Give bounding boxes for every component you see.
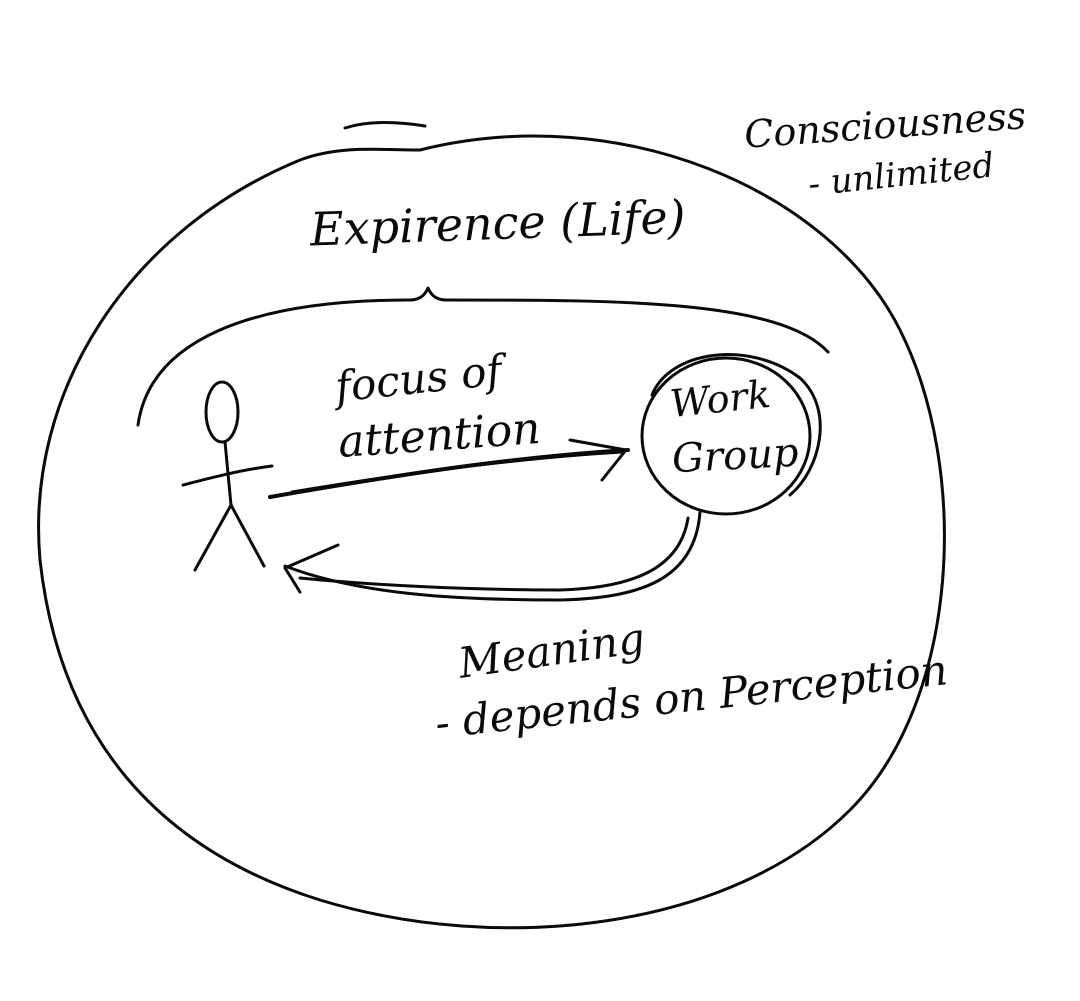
work-group-label-line2: Group [670,429,800,483]
consciousness-circle [37,134,946,930]
circle-top-mark [343,121,427,130]
focus-arrow-icon [268,438,630,499]
experience-label: Expirence (Life) [309,189,687,257]
meaning-arrow-icon [283,510,702,602]
person-icon [181,380,274,572]
experience-brace [136,286,830,427]
work-group-label-line1: Work [667,371,773,427]
work-group-circle [640,353,822,516]
